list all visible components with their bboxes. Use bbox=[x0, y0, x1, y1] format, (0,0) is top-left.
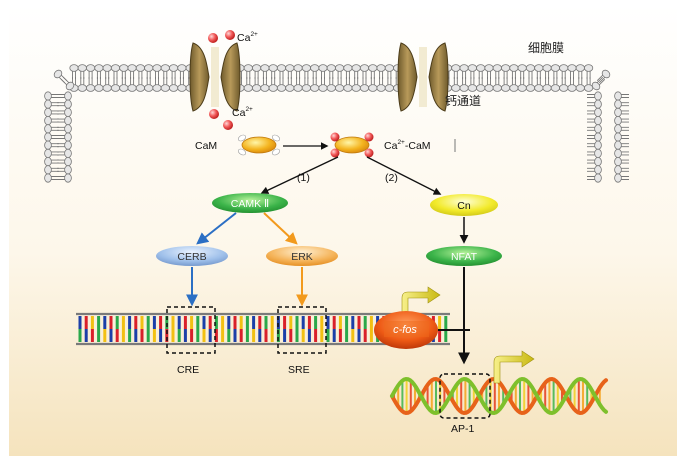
calcium-ion bbox=[223, 120, 233, 130]
calmodulin bbox=[237, 134, 281, 156]
sre-box bbox=[277, 306, 327, 354]
channel-label: 钙通道 bbox=[445, 94, 481, 108]
ap1-transcription-arrow bbox=[493, 350, 535, 384]
calcium-channel-right bbox=[397, 42, 449, 112]
cam-label: CaM bbox=[195, 140, 217, 152]
cfos-label: c-fos bbox=[393, 324, 417, 336]
membrane-label: 细胞膜 bbox=[528, 41, 564, 55]
cre-box bbox=[166, 306, 216, 354]
cfos-transcription-arrow bbox=[401, 286, 441, 317]
camk-label: CAMK Ⅱ bbox=[231, 198, 269, 210]
cerb-node bbox=[156, 246, 228, 266]
camk-node bbox=[212, 193, 288, 213]
erk-label: ERK bbox=[291, 251, 313, 263]
calcium-label-inner: Ca2+ bbox=[232, 106, 253, 119]
arrow-camk-to-cerb bbox=[196, 212, 237, 245]
helical-dna bbox=[390, 376, 608, 416]
cn-node bbox=[430, 194, 498, 216]
nfat-label: NFAT bbox=[451, 251, 478, 263]
erk-node bbox=[266, 246, 338, 266]
calcium-channel-left bbox=[189, 42, 241, 112]
cn-label: Cn bbox=[457, 200, 471, 212]
cfos-label-box bbox=[384, 321, 429, 337]
calcium-ion bbox=[208, 33, 218, 43]
cre-label: CRE bbox=[177, 364, 199, 376]
calcium-calmodulin-complex bbox=[330, 132, 374, 158]
calcium-ion bbox=[225, 30, 235, 40]
calcium-label-top: Ca2+ bbox=[237, 31, 258, 44]
ap1-box bbox=[439, 373, 491, 419]
arrow-camk-to-erk bbox=[263, 212, 298, 245]
path-2-label: (2) bbox=[385, 172, 398, 184]
calcium-ion bbox=[209, 109, 219, 119]
path-1-label: (1) bbox=[297, 172, 310, 184]
complex-label: Ca2+-CaM bbox=[384, 139, 431, 152]
nfat-node bbox=[426, 246, 502, 266]
arrow-path-1 bbox=[260, 156, 339, 194]
ap1-label: AP-1 bbox=[451, 423, 475, 435]
sre-label: SRE bbox=[288, 364, 310, 376]
cerb-label: CERB bbox=[177, 251, 206, 263]
background-panel bbox=[9, 4, 677, 456]
arrow-path-2 bbox=[366, 156, 442, 195]
